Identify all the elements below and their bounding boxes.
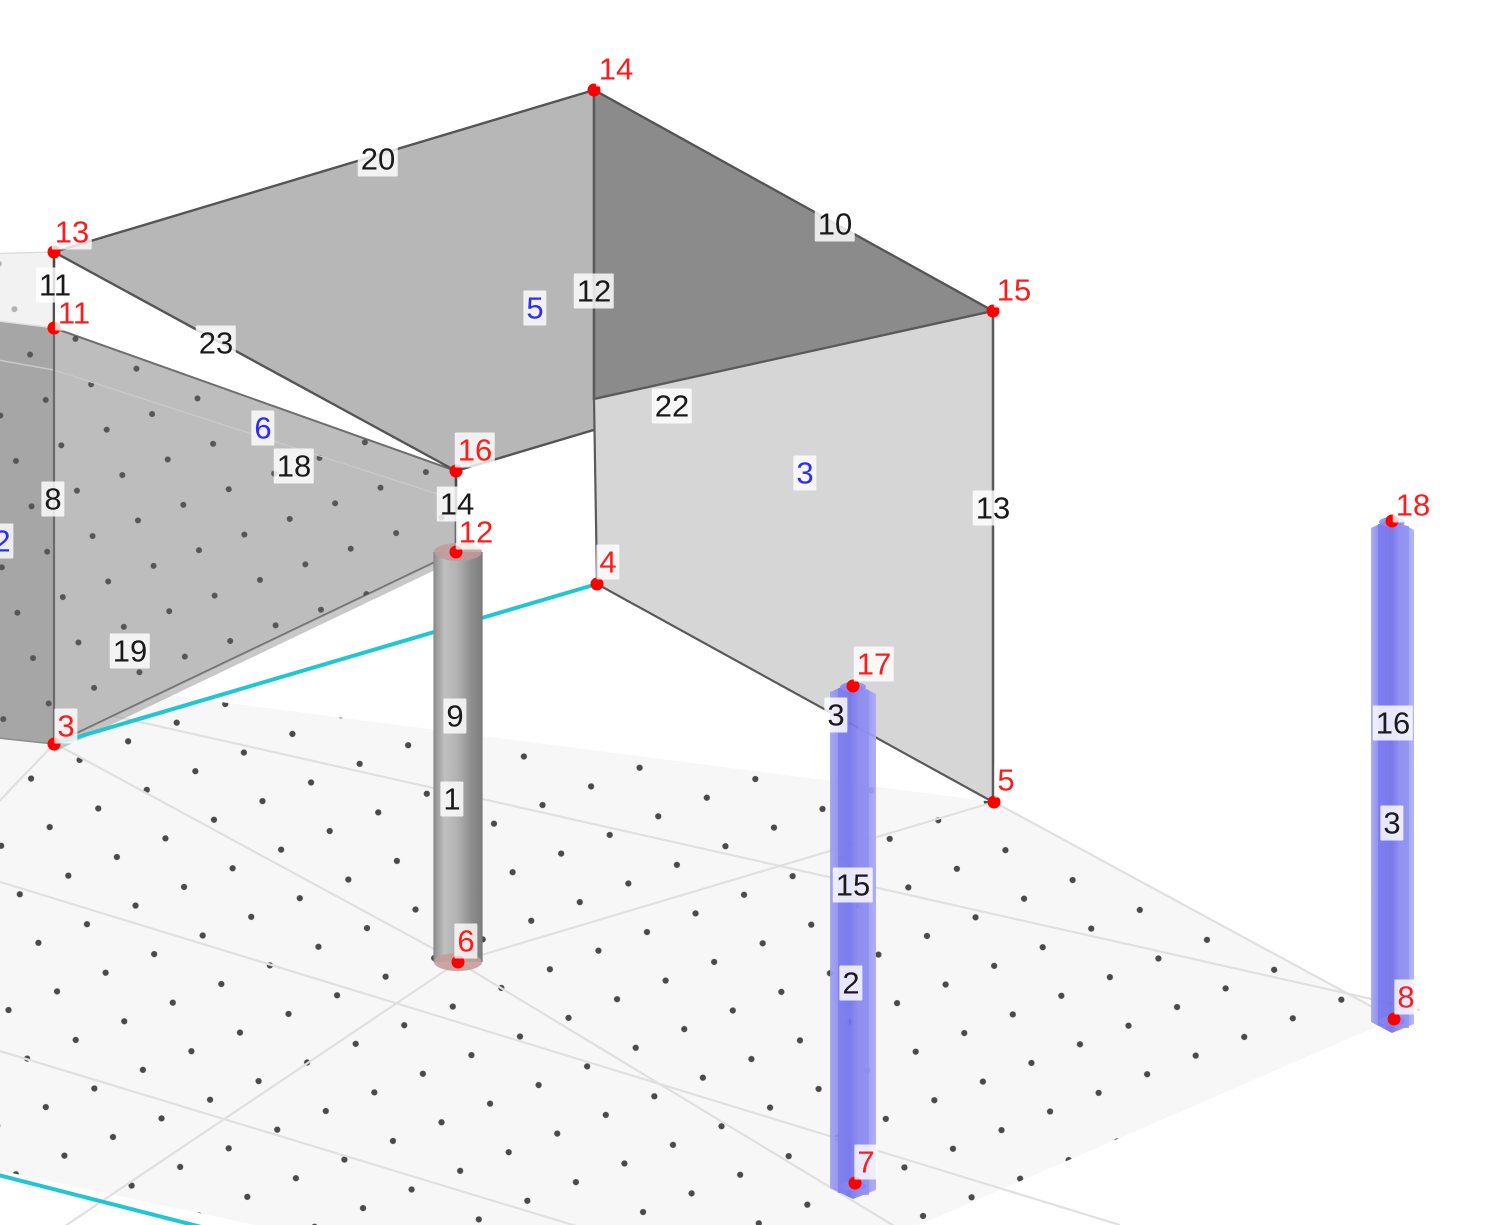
node-label-15[interactable]: 15 [993,272,1035,308]
node-marker-8[interactable] [1387,1012,1401,1026]
node-label-16[interactable]: 16 [454,432,496,468]
blue-column-middle-body[interactable] [830,682,876,1199]
floor-plane[interactable] [0,623,1421,1225]
node-marker-16[interactable] [449,464,463,478]
node-label-3[interactable]: 3 [54,708,78,744]
member-label-m9[interactable]: 9 [443,698,467,734]
member-label-m1[interactable]: 1 [440,781,464,817]
circular-column-member-1[interactable] [433,543,483,971]
highlight-line-lower[interactable] [0,1160,330,1225]
member-label-m13[interactable]: 13 [972,490,1014,526]
surface-label-s6[interactable]: 6 [251,410,275,446]
node-marker-5[interactable] [987,795,1001,809]
member-label-m22[interactable]: 22 [651,388,693,424]
highlight-lines[interactable] [0,582,598,1225]
node-marker-6[interactable] [451,955,465,969]
node-label-11[interactable]: 11 [54,295,94,331]
member-label-m12[interactable]: 12 [573,273,615,309]
wall-top-group[interactable] [50,88,997,473]
member-label-m23[interactable]: 23 [195,325,237,361]
member-label-m19[interactable]: 19 [109,633,151,669]
floor-surface[interactable] [0,640,1394,1225]
node-label-12[interactable]: 12 [455,514,497,550]
member-label-m8[interactable]: 8 [41,481,65,517]
blue-column-right[interactable] [1371,517,1414,1033]
member-label-m3c[interactable]: 3 [1380,805,1404,841]
member-label-m2[interactable]: 2 [839,965,863,1001]
node-label-17[interactable]: 17 [853,646,895,682]
node-marker-17[interactable] [846,679,860,693]
member-label-m11[interactable]: 11 [35,267,75,303]
node-marker-4[interactable] [590,577,604,591]
blue-column-middle[interactable] [830,682,876,1199]
node-label-8[interactable]: 8 [1394,979,1418,1015]
member-label-m10[interactable]: 10 [814,206,856,242]
node-marker-15[interactable] [986,304,1000,318]
node-marker-14[interactable] [587,83,601,97]
highlight-line-3-4[interactable] [53,582,598,746]
surface-label-s2[interactable]: 2 [0,523,14,559]
surface-label-s3[interactable]: 3 [793,455,817,491]
member-label-m18[interactable]: 18 [273,448,315,484]
member-label-m15[interactable]: 15 [832,867,874,903]
member-label-m3b[interactable]: 3 [824,697,848,733]
node-label-18[interactable]: 18 [1392,487,1434,523]
cylinder-body[interactable] [434,552,482,962]
surface-label-s5[interactable]: 5 [523,290,547,326]
member-label-m16[interactable]: 16 [1372,705,1414,741]
floor-grid [0,689,1421,1225]
node-label-7[interactable]: 7 [854,1144,878,1180]
node-label-6[interactable]: 6 [454,923,478,959]
member-label-m20[interactable]: 20 [357,141,399,177]
node-label-4[interactable]: 4 [596,544,620,580]
node-label-5[interactable]: 5 [994,762,1018,798]
wall-left-bottom-lip [54,552,456,752]
node-marker-7[interactable] [848,1176,862,1190]
node-label-14[interactable]: 14 [595,51,637,87]
node-label-13[interactable]: 13 [51,214,93,250]
